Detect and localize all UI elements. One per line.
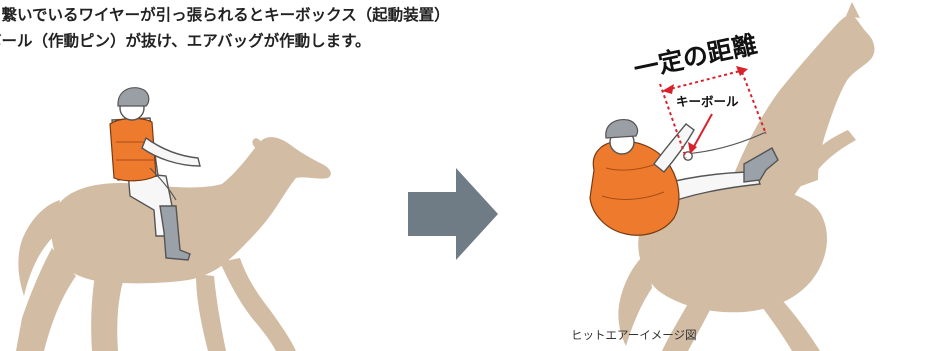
airbag-vest-left — [109, 117, 157, 182]
caption: を繋いでいるワイヤーが引っ張られるとキーボックス（起動装置） ボール（作動ピン）… — [0, 2, 450, 54]
horse-left — [16, 137, 331, 351]
rider-right — [589, 119, 779, 236]
rider-left — [109, 87, 201, 261]
transition-arrow-icon — [408, 168, 498, 260]
helmet-left-icon — [117, 87, 150, 107]
helmet-right-icon — [605, 119, 639, 139]
caption-line-1: を繋いでいるワイヤーが引っ張られるとキーボックス（起動装置） — [0, 6, 450, 24]
footnote: ヒットエアーイメージ図 — [571, 328, 697, 342]
caption-line-2: ボール（作動ピン）が抜け、エアバッグが作動します。 — [0, 32, 371, 50]
keyball-label: キーボール — [676, 94, 739, 109]
distance-annotation — [659, 66, 767, 159]
